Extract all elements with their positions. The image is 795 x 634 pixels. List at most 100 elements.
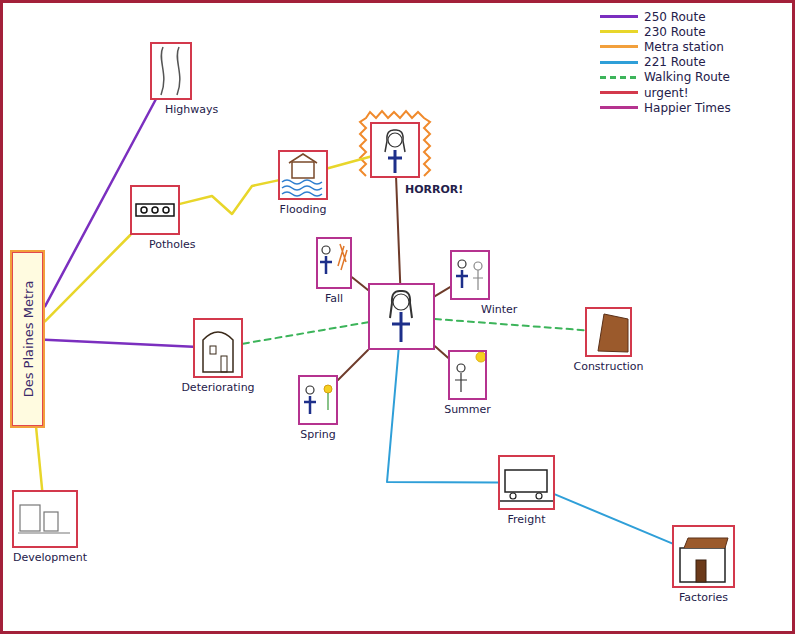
concept-box: Potholes — [130, 185, 180, 235]
legend-row: 250 Route — [600, 9, 706, 23]
blue-cross — [388, 150, 402, 173]
concept-box: Summer — [448, 350, 487, 400]
new-building — [20, 505, 40, 531]
legend-swatch — [600, 91, 638, 94]
flower — [324, 385, 332, 393]
legend-row: urgent! — [600, 85, 688, 99]
route-line — [435, 319, 585, 330]
legend-text: Metra station — [644, 40, 724, 54]
road-strip — [136, 204, 174, 216]
node-label: HORROR! — [404, 183, 464, 196]
route-line — [243, 322, 368, 343]
route-line — [45, 340, 193, 347]
node-label: Flooding — [279, 203, 328, 216]
legend-text: 221 Route — [644, 55, 706, 69]
freight-car — [505, 470, 547, 492]
ground-line — [18, 532, 70, 533]
figure-head — [458, 260, 466, 268]
figure-head — [388, 133, 402, 147]
concept-box: Construction — [585, 307, 632, 357]
blue-cross — [304, 396, 316, 414]
route-line — [352, 277, 368, 290]
node-label: Construction — [572, 360, 644, 373]
factory-building — [680, 548, 725, 582]
legend-text: 250 Route — [644, 10, 706, 24]
concept-box: Highways — [150, 42, 192, 100]
legend-row: 230 Route — [600, 24, 706, 38]
building-window — [210, 346, 216, 354]
road-line — [161, 47, 164, 95]
concept-box: Development — [12, 490, 78, 548]
figure-head — [306, 386, 314, 394]
figure-head — [393, 294, 409, 310]
construction-wall — [598, 314, 628, 352]
legend-text: Walking Route — [644, 70, 730, 84]
route-line — [45, 100, 155, 306]
flower-stem — [327, 393, 328, 410]
legend-swatch — [600, 61, 638, 64]
pothole — [163, 207, 169, 213]
legend-swatch — [600, 106, 638, 109]
blue-cross — [320, 256, 332, 274]
legend-text: Happier Times — [644, 101, 731, 115]
station-box: Des Plaines Metra — [10, 250, 45, 428]
concept-box: Fall — [316, 237, 352, 289]
blue-cross — [456, 270, 468, 288]
building-door — [221, 356, 227, 372]
concept-box: Deteriorating — [193, 318, 243, 378]
legend-text: 230 Route — [644, 25, 706, 39]
road-line — [177, 47, 180, 95]
route-line — [45, 235, 130, 321]
legend-swatch — [600, 76, 638, 79]
route-line — [180, 180, 278, 214]
route-line — [328, 157, 370, 168]
node-label: Factories — [678, 591, 729, 604]
node-label: Spring — [299, 428, 337, 441]
concept-box: Factories — [672, 525, 735, 588]
wheel — [510, 493, 516, 499]
pothole — [141, 207, 147, 213]
figure-head — [457, 364, 465, 372]
figure-body — [455, 373, 467, 392]
legend-swatch — [600, 15, 638, 18]
route-line — [36, 428, 42, 490]
route-line — [338, 350, 368, 380]
node-label: Deteriorating — [180, 381, 255, 394]
wheel — [536, 493, 542, 499]
node-label: Development — [12, 551, 88, 564]
autumn-leaves — [338, 244, 347, 270]
legend-row: Happier Times — [600, 100, 731, 114]
new-building — [44, 512, 58, 531]
node-label: Freight — [507, 513, 547, 526]
figure-hair — [385, 130, 405, 152]
pothole — [152, 207, 158, 213]
concept-box: Winter — [450, 250, 490, 300]
concept-box: Spring — [298, 375, 338, 425]
concept-box: HORROR! — [370, 122, 420, 178]
figure-body — [473, 270, 483, 290]
route-line — [396, 178, 400, 283]
concept-box — [368, 283, 435, 350]
concept-box: Flooding — [278, 150, 328, 200]
node-label: Highways — [164, 103, 219, 116]
figure-head — [474, 262, 482, 270]
legend-row: Metra station — [600, 39, 724, 53]
station-label: Des Plaines Metra — [20, 281, 35, 398]
route-line — [555, 494, 672, 543]
rail — [500, 500, 553, 502]
route-line — [387, 350, 498, 482]
legend-row: Walking Route — [600, 70, 730, 84]
factory-door — [696, 560, 706, 582]
old-building — [203, 332, 233, 372]
flood-water — [282, 180, 322, 196]
legend-swatch — [600, 30, 638, 33]
route-line — [435, 346, 448, 358]
legend-row: 221 Route — [600, 55, 706, 69]
node-label: Winter — [480, 303, 518, 316]
legend-text: urgent! — [644, 86, 688, 100]
node-label: Summer — [443, 403, 492, 416]
node-label: Fall — [324, 292, 344, 305]
factory-roof — [684, 538, 728, 548]
node-label: Potholes — [148, 238, 197, 251]
route-line — [435, 287, 450, 296]
